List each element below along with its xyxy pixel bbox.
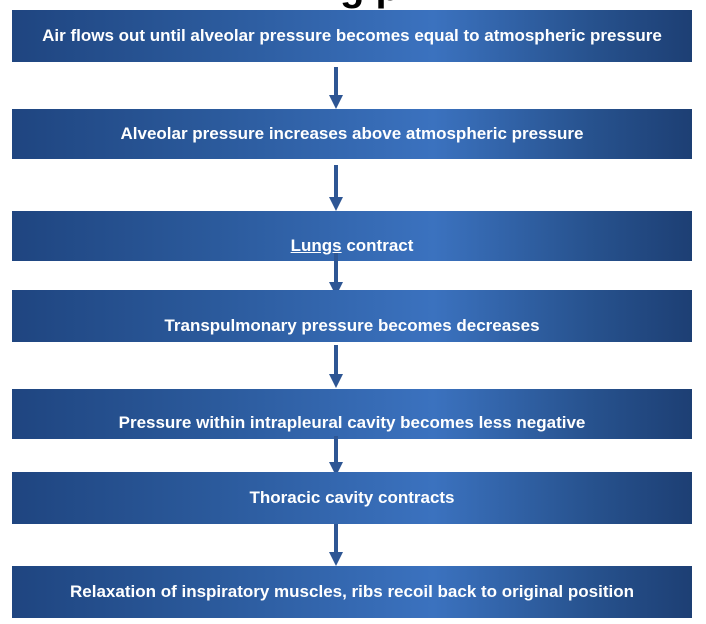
down-arrow-icon <box>329 165 343 211</box>
flow-step-label: Air flows out until alveolar pressure be… <box>42 26 662 45</box>
down-arrow-icon <box>329 524 343 566</box>
lungs-term: Lungs <box>290 236 342 255</box>
lungs-term-rest: contract <box>341 236 414 255</box>
flow-step-label: Alveolar pressure increases above atmosp… <box>120 124 584 143</box>
flow-step-transpulmonary-pressure: Transpulmonary pressure becomes decrease… <box>12 290 692 342</box>
flow-step-label: Transpulmonary pressure becomes decrease… <box>164 316 540 335</box>
down-arrow-icon <box>329 67 343 109</box>
flow-step-air-flows-out: Air flows out until alveolar pressure be… <box>12 10 692 62</box>
flow-step-thoracic-cavity-contracts: Thoracic cavity contracts <box>12 472 692 524</box>
down-arrow-icon <box>329 345 343 388</box>
flow-step-label: Relaxation of inspiratory muscles, ribs … <box>70 582 634 601</box>
slide-title-fragment: g p <box>240 0 500 10</box>
down-arrow-icon <box>329 436 343 476</box>
flow-step-alveolar-pressure-increases: Alveolar pressure increases above atmosp… <box>12 109 692 159</box>
down-arrow-icon <box>329 253 343 296</box>
flow-step-label: Thoracic cavity contracts <box>249 488 455 507</box>
flow-step-intrapleural-pressure: Pressure within intrapleural cavity beco… <box>12 389 692 439</box>
flow-step-lungs-contract: Lungs contract <box>12 211 692 261</box>
flow-step-label: Lungs contract <box>291 235 414 257</box>
flow-step-label: Pressure within intrapleural cavity beco… <box>118 413 586 432</box>
flow-step-relaxation-of-muscles: Relaxation of inspiratory muscles, ribs … <box>12 566 692 618</box>
